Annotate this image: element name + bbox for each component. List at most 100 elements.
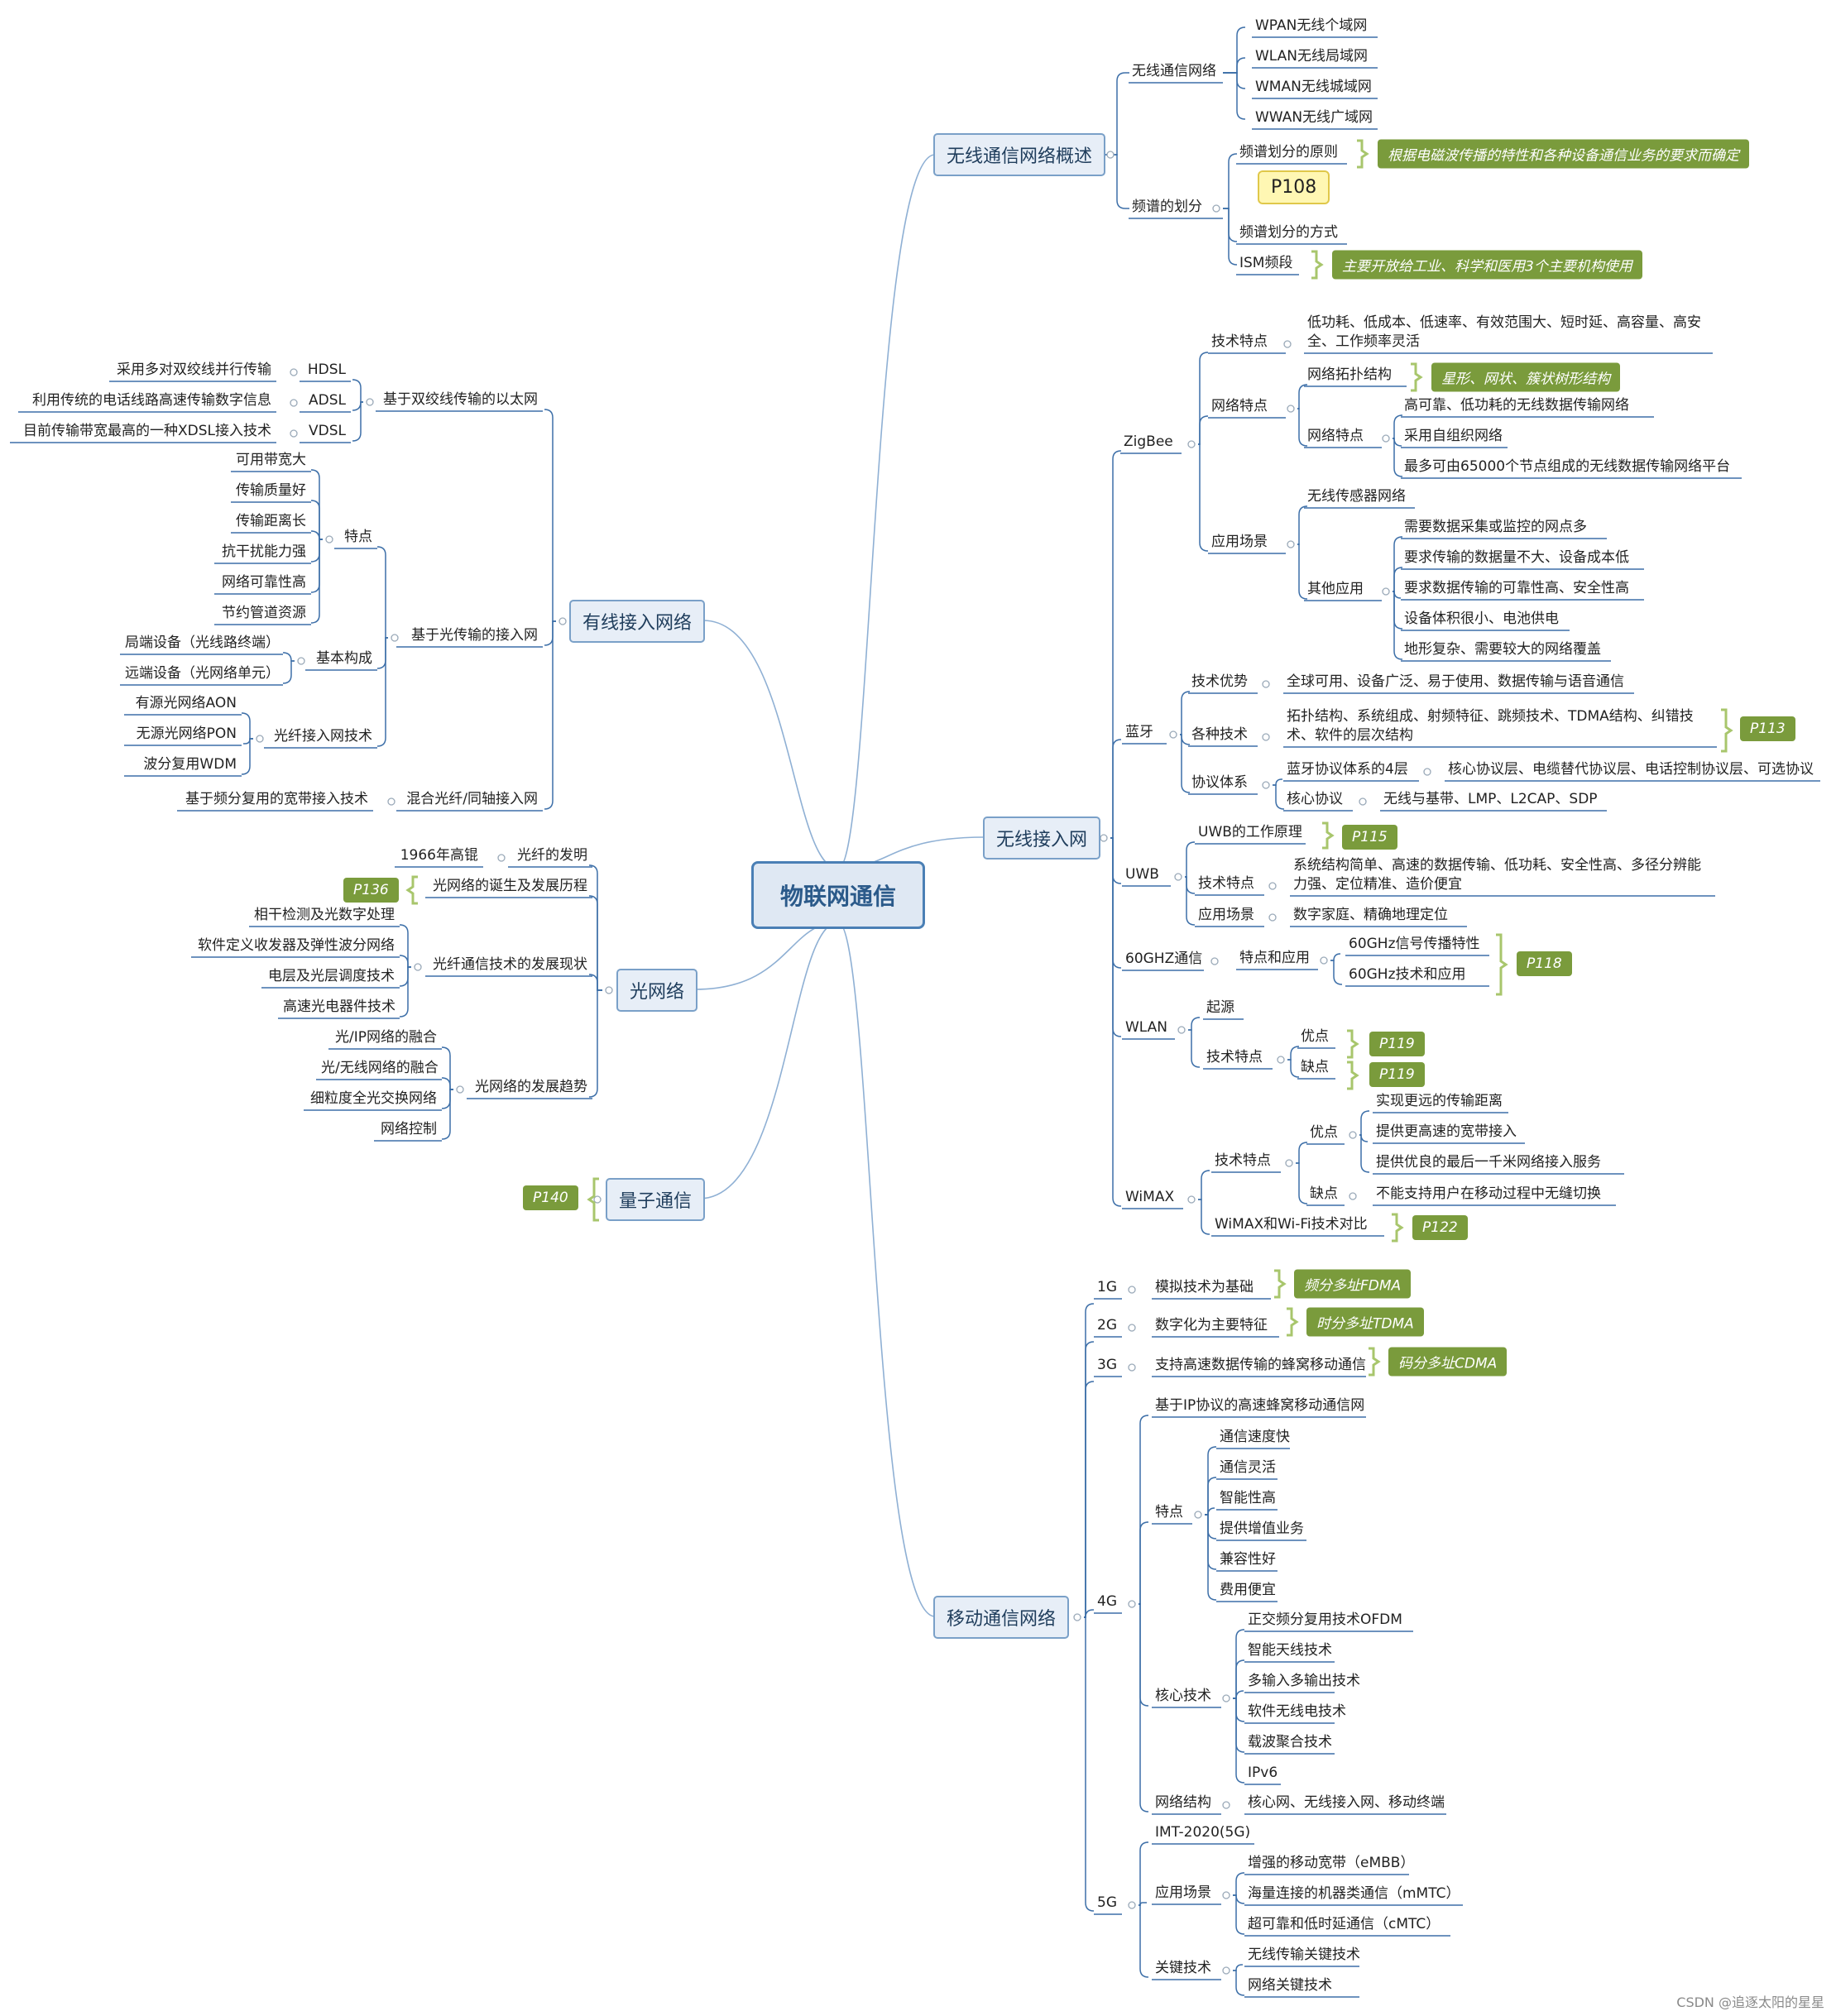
mb-g1-text[interactable]: 模拟技术为基础 [1155, 1279, 1254, 1295]
wa-zig-other-item-4[interactable]: 地形复杂、需要较大的网络覆盖 [1404, 641, 1601, 658]
mb-g5-scene[interactable]: 应用场景 [1155, 1884, 1211, 1901]
mb-g4-feat-item-3[interactable]: 提供增值业务 [1220, 1520, 1304, 1537]
wa-uwb-principle[interactable]: UWB的工作原理 [1198, 824, 1302, 840]
mb-g2-text[interactable]: 数字化为主要特征 [1155, 1317, 1268, 1334]
wa-bt[interactable]: 蓝牙 [1125, 724, 1153, 740]
wa-uwb[interactable]: UWB [1125, 866, 1159, 883]
wa-60-item-1[interactable]: 60GHz技术和应用 [1349, 966, 1466, 983]
wa-zig-other[interactable]: 其他应用 [1307, 581, 1364, 597]
mb-g2[interactable]: 2G [1097, 1317, 1117, 1334]
op-trend-item-0[interactable]: 光/IP网络的融合 [335, 1029, 437, 1046]
wd-twisted[interactable]: 基于双绞线传输的以太网 [383, 391, 538, 408]
wa-wlan-tech[interactable]: 技术特点 [1206, 1049, 1263, 1065]
op-status[interactable]: 光纤通信技术的发展现状 [433, 956, 587, 973]
wo-comm-item-1[interactable]: WLAN无线局域网 [1255, 48, 1369, 65]
wd-feat-item-0[interactable]: 可用带宽大 [236, 452, 306, 468]
wd-feat-item-4[interactable]: 网络可靠性高 [222, 574, 306, 591]
mb-g4-feat-item-5[interactable]: 费用便宜 [1220, 1582, 1276, 1598]
wa-bt-adv[interactable]: 技术优势 [1191, 673, 1248, 690]
wd-adsl-text[interactable]: 利用传统的电话线路高速传输数字信息 [32, 392, 271, 409]
mb-g4-feat-item-0[interactable]: 通信速度快 [1220, 1429, 1290, 1445]
op-trend-item-3[interactable]: 网络控制 [381, 1121, 437, 1137]
mb-g3[interactable]: 3G [1097, 1357, 1117, 1373]
branch-wireless-access[interactable]: 无线接入网 [983, 816, 1101, 860]
wa-wlan[interactable]: WLAN [1125, 1019, 1168, 1036]
mb-g4-core-item-2[interactable]: 多输入多输出技术 [1248, 1673, 1360, 1689]
mb-g5-scene-item-0[interactable]: 增强的移动宽带（eMBB） [1248, 1855, 1415, 1871]
wa-zig-other-item-2[interactable]: 要求数据传输的可靠性高、安全性高 [1404, 580, 1629, 596]
mb-g4-feat[interactable]: 特点 [1155, 1504, 1183, 1520]
wa-wimax[interactable]: WiMAX [1125, 1189, 1175, 1205]
wa-zig-sensor[interactable]: 无线传感器网络 [1307, 488, 1406, 505]
branch-mobile[interactable]: 移动通信网络 [933, 1596, 1070, 1639]
mb-g5-key[interactable]: 关键技术 [1155, 1960, 1211, 1976]
mb-g4-core-item-1[interactable]: 智能天线技术 [1248, 1642, 1332, 1659]
op-status-item-0[interactable]: 相干检测及光数字处理 [254, 907, 395, 923]
mb-g4-core[interactable]: 核心技术 [1155, 1688, 1211, 1704]
mb-g4[interactable]: 4G [1097, 1593, 1117, 1610]
wa-wimax-pro-item-2[interactable]: 提供优良的最后一千米网络接入服务 [1376, 1154, 1601, 1171]
branch-quantum[interactable]: 量子通信 [606, 1178, 706, 1221]
wo-comm-item-0[interactable]: WPAN无线个域网 [1255, 17, 1368, 34]
wd-fiber-item-0[interactable]: 有源光网络AON [135, 695, 237, 711]
wa-bt-core[interactable]: 核心协议 [1287, 791, 1343, 807]
wo-comm-item-3[interactable]: WWAN无线广域网 [1255, 109, 1373, 126]
wd-feat[interactable]: 特点 [344, 529, 372, 545]
wd-vdsl[interactable]: VDSL [309, 423, 346, 439]
mb-g5-key-item-0[interactable]: 无线传输关键技术 [1248, 1947, 1360, 1963]
mb-g5-key-item-1[interactable]: 网络关键技术 [1248, 1977, 1332, 1994]
wa-uwb-scene[interactable]: 应用场景 [1198, 907, 1254, 923]
wa-uwb-scene-text[interactable]: 数字家庭、精确地理定位 [1293, 907, 1448, 923]
wa-bt-adv-text[interactable]: 全球可用、设备广泛、易于使用、数据传输与语音通信 [1287, 673, 1624, 690]
mb-g4-core-item-4[interactable]: 载波聚合技术 [1248, 1734, 1332, 1750]
wo-comm-item-2[interactable]: WMAN无线城域网 [1255, 79, 1372, 95]
op-invent-text[interactable]: 1966年高锟 [400, 847, 478, 864]
mb-g5-scene-item-2[interactable]: 超可靠和低时延通信（cMTC） [1248, 1916, 1441, 1932]
wa-zig-net-item-1[interactable]: 采用自组织网络 [1404, 428, 1503, 444]
wd-hybrid[interactable]: 混合光纤/同轴接入网 [406, 791, 538, 807]
mb-g3-text[interactable]: 支持高速数据传输的蜂窝移动通信 [1155, 1357, 1366, 1373]
wa-wimax-con-text[interactable]: 不能支持用户在移动过程中无缝切换 [1376, 1185, 1601, 1202]
op-invent[interactable]: 光纤的发明 [517, 847, 587, 864]
wa-wimax-cmp[interactable]: WiMAX和Wi-Fi技术对比 [1215, 1216, 1368, 1233]
wd-feat-item-5[interactable]: 节约管道资源 [222, 605, 306, 621]
mb-g1[interactable]: 1G [1097, 1279, 1117, 1295]
wd-feat-item-2[interactable]: 传输距离长 [236, 513, 306, 529]
op-trend[interactable]: 光网络的发展趋势 [475, 1079, 587, 1095]
op-status-item-1[interactable]: 软件定义收发器及弹性波分网络 [198, 937, 395, 954]
mb-g5-imt[interactable]: IMT-2020(5G) [1155, 1824, 1251, 1841]
mb-g4-net-text[interactable]: 核心网、无线接入网、移动终端 [1248, 1794, 1445, 1811]
wa-wlan-pro[interactable]: 优点 [1301, 1028, 1329, 1045]
mb-g4-feat-item-1[interactable]: 通信灵活 [1220, 1459, 1276, 1476]
wa-zig-other-item-0[interactable]: 需要数据采集或监控的网点多 [1404, 519, 1587, 535]
wa-wimax-pro-item-1[interactable]: 提供更高速的宽带接入 [1376, 1123, 1517, 1140]
wa-wimax-con[interactable]: 缺点 [1310, 1185, 1338, 1202]
wa-zig-tech-l1[interactable]: 低功耗、低成本、低速率、有效范围大、短时延、高容量、高安 [1307, 314, 1701, 331]
op-status-item-3[interactable]: 高速光电器件技术 [283, 998, 395, 1015]
op-trend-item-1[interactable]: 光/无线网络的融合 [321, 1060, 439, 1076]
wa-uwb-tech[interactable]: 技术特点 [1198, 875, 1254, 892]
branch-optical[interactable]: 光网络 [616, 969, 698, 1012]
wa-wimax-pro[interactable]: 优点 [1310, 1124, 1338, 1141]
wd-hybrid-text[interactable]: 基于频分复用的宽带接入技术 [185, 791, 368, 807]
wa-bt-layers-text[interactable]: 核心协议层、电缆替代协议层、电话控制协议层、可选协议 [1448, 761, 1814, 778]
wo-spectrum[interactable]: 频谱的划分 [1132, 199, 1202, 215]
wa-bt-tech-l1[interactable]: 拓扑结构、系统组成、射频特征、跳频技术、TDMA结构、纠错技 [1287, 708, 1694, 725]
wo-principle[interactable]: 频谱划分的原则 [1239, 144, 1338, 160]
mb-g4-core-item-3[interactable]: 软件无线电技术 [1248, 1703, 1346, 1720]
wa-zig-net-item-2[interactable]: 最多可由65000个节点组成的无线数据传输网络平台 [1404, 458, 1731, 475]
wd-vdsl-text[interactable]: 目前传输带宽最高的一种XDSL接入技术 [23, 423, 271, 439]
wa-60-feat[interactable]: 特点和应用 [1239, 950, 1310, 966]
wd-fiber[interactable]: 光纤接入网技术 [274, 728, 372, 745]
branch-wired[interactable]: 有线接入网络 [569, 600, 706, 643]
mb-g4-feat-item-2[interactable]: 智能性高 [1220, 1490, 1276, 1506]
mb-g4-net[interactable]: 网络结构 [1155, 1794, 1211, 1811]
wa-zig-tech-l2[interactable]: 全、工作频率灵活 [1307, 333, 1420, 350]
mb-g4-core-item-0[interactable]: 正交频分复用技术OFDM [1248, 1611, 1402, 1628]
wa-bt-layers[interactable]: 蓝牙协议体系的4层 [1287, 761, 1408, 778]
wd-fiber-item-1[interactable]: 无源光网络PON [136, 725, 237, 742]
wd-fiber-item-2[interactable]: 波分复用WDM [143, 756, 237, 773]
wa-60-item-0[interactable]: 60GHz信号传播特性 [1349, 936, 1480, 952]
wa-zig-net[interactable]: 网络特点 [1211, 398, 1268, 414]
op-birth[interactable]: 光网络的诞生及发展历程 [433, 878, 587, 894]
